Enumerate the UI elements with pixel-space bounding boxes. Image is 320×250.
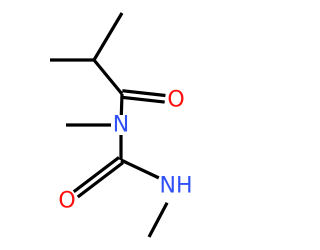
atom-label-n-amide: N	[113, 113, 129, 138]
bond-7-b	[76, 161, 124, 199]
atom-labels-group: O N O NH	[58, 88, 192, 214]
atom-label-nh-urea: NH	[160, 174, 193, 199]
bond-3-a	[121, 95, 165, 104]
bond-2	[92, 58, 124, 96]
bond-0	[92, 12, 124, 61]
bond-8	[120, 158, 160, 180]
bonds-group	[50, 12, 169, 238]
bond-7-a	[72, 156, 120, 193]
bond-3-b	[122, 89, 166, 98]
molecule-structure: O N O NH	[50, 12, 193, 238]
bond-9	[147, 202, 169, 238]
bond-4	[119, 93, 124, 116]
atom-label-o-urea: O	[58, 189, 75, 214]
atom-label-o-amide: O	[167, 88, 184, 113]
